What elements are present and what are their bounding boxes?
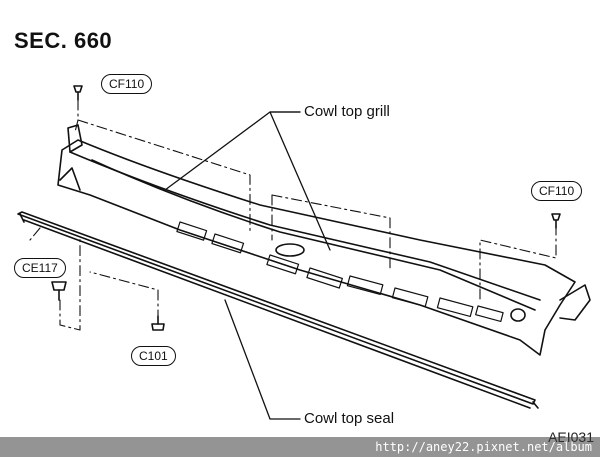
part-tag-cf110-left: CF110 — [101, 74, 153, 94]
clip-c101 — [151, 315, 165, 331]
seal-leader-line — [224, 299, 301, 420]
assembly-line-cf110-right — [479, 224, 557, 301]
grill-leader-line-2 — [269, 111, 331, 251]
section-heading: SEC. 660 — [14, 28, 113, 53]
assembly-line-c101 — [89, 271, 159, 321]
part-tag-ce117: CE117 — [14, 258, 66, 278]
clip-cf110-right — [551, 213, 561, 229]
part-tag-c101: C101 — [131, 346, 176, 366]
assembly-line-cf110-left-b — [74, 119, 79, 133]
cowl-top-grill-label: Cowl top grill — [304, 103, 390, 120]
assembly-line-grill-mid — [271, 194, 391, 269]
assembly-line-ce117 — [59, 237, 81, 331]
part-tag-cf110-right: CF110 — [531, 181, 583, 201]
watermark-url: http://aney22.pixnet.net/album — [0, 437, 600, 457]
cowl-top-seal-label: Cowl top seal — [304, 410, 395, 427]
clip-cf110-left — [73, 85, 83, 101]
grill-leader-line-1 — [164, 111, 301, 191]
cowl-top-seal-part — [17, 211, 539, 409]
cowl-top-grill-part — [57, 124, 591, 356]
assembly-line-seal — [29, 227, 41, 241]
assembly-line-cf110-left — [77, 99, 251, 233]
clip-ce117 — [51, 281, 67, 301]
